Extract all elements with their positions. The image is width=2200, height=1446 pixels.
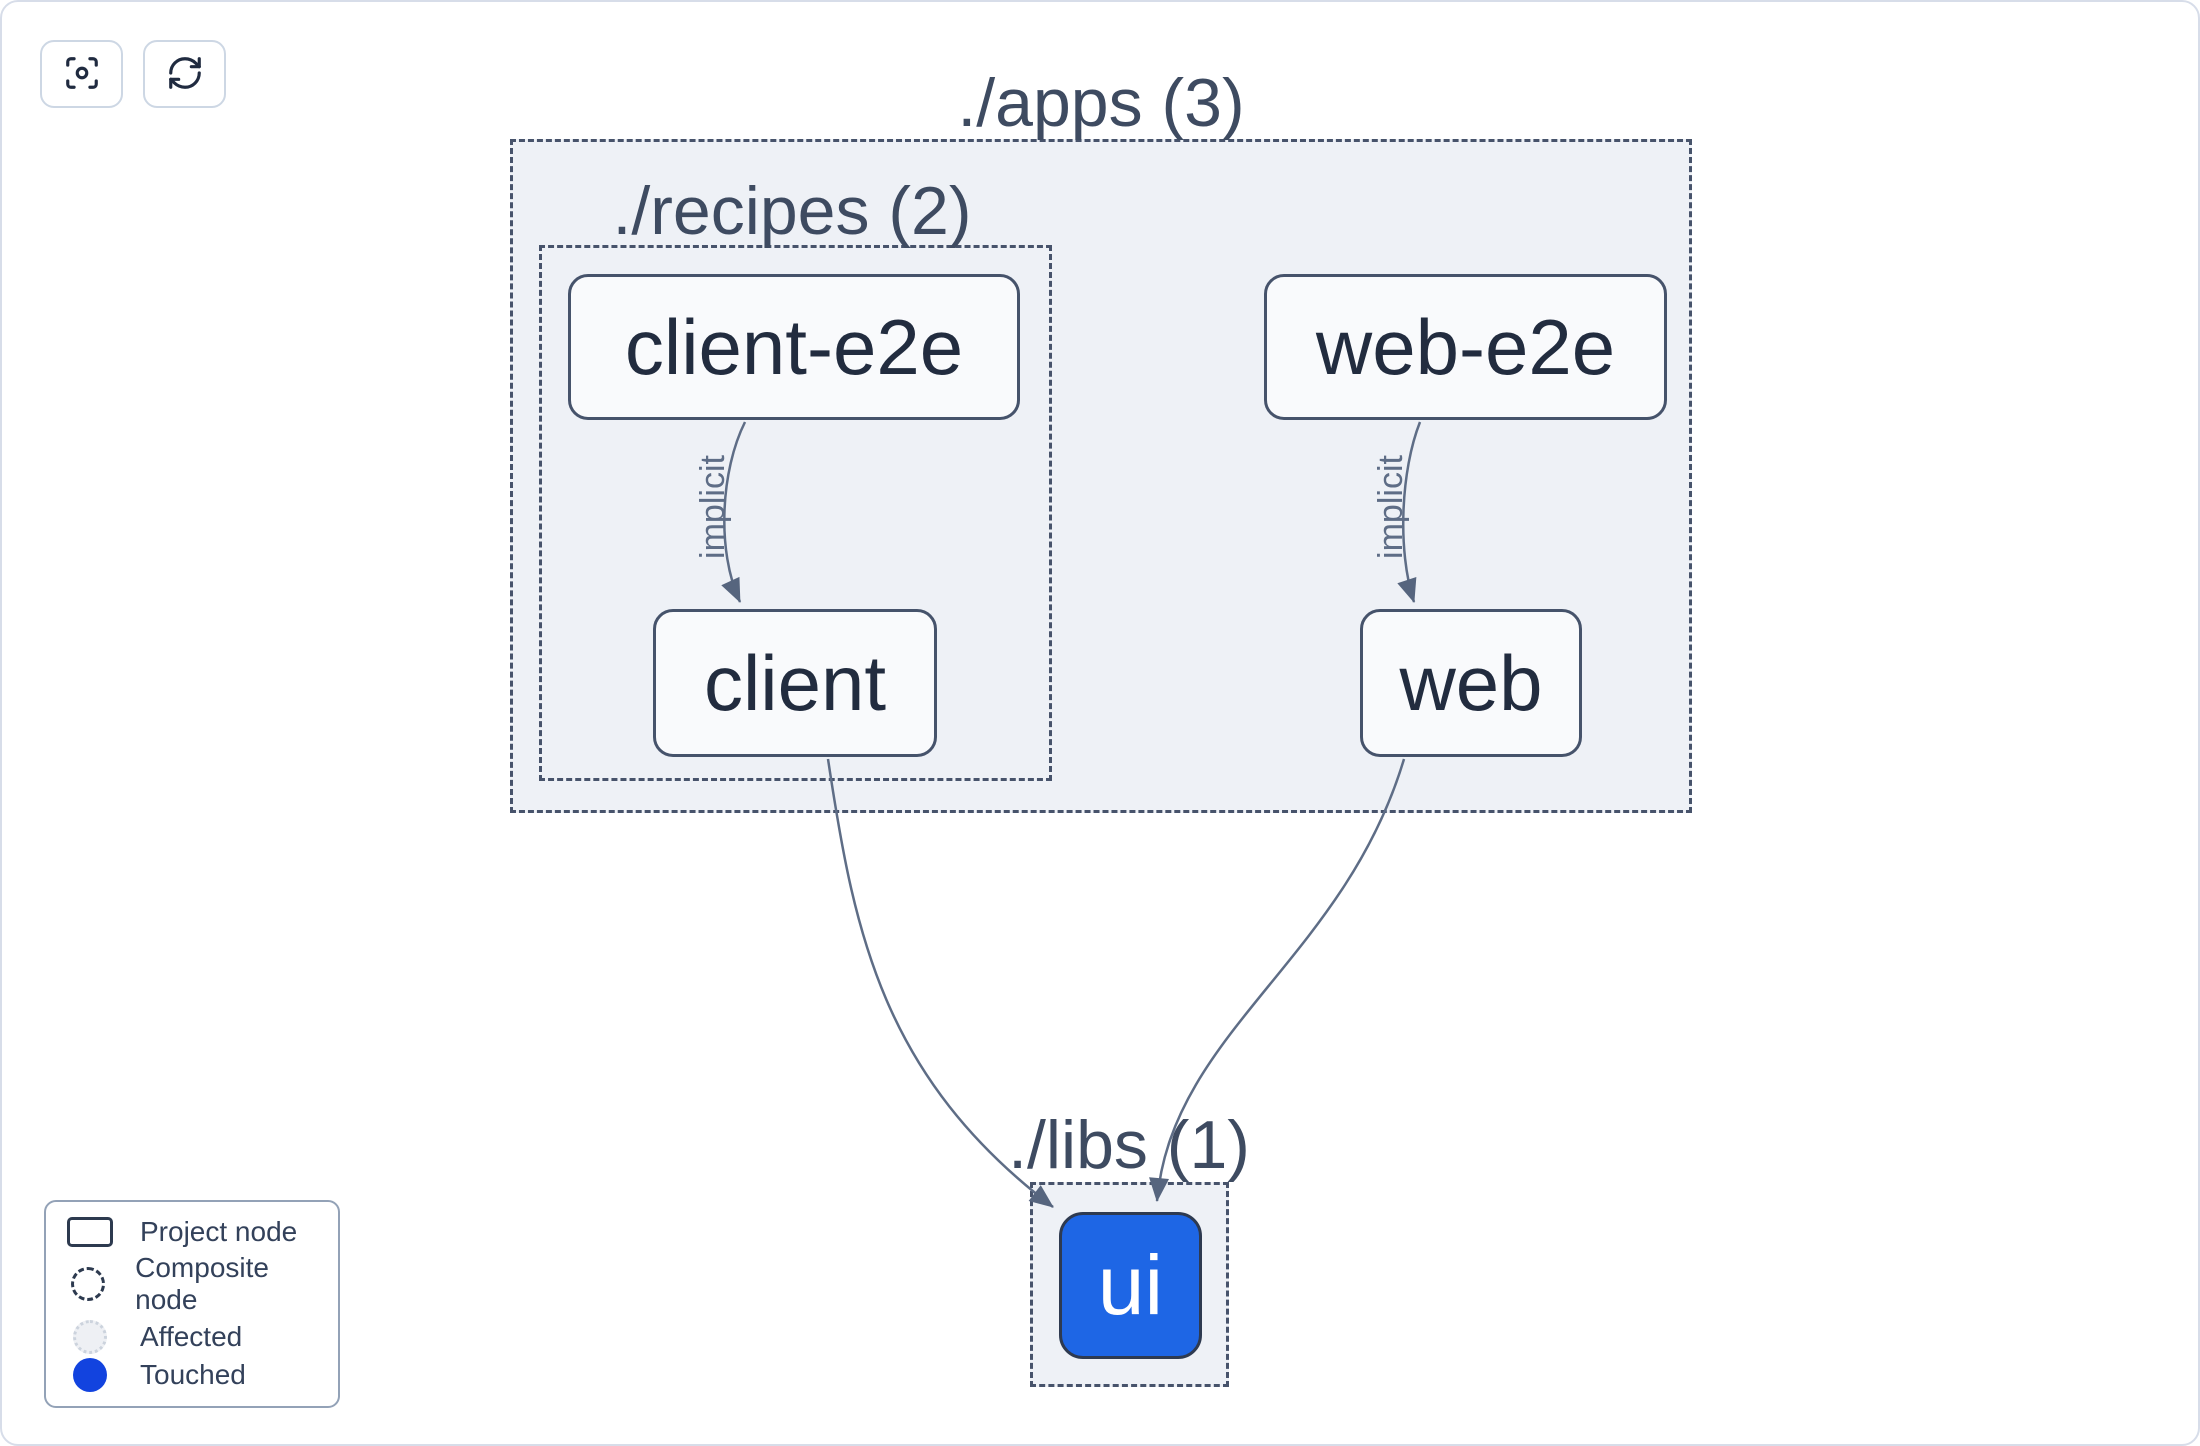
legend-item-affected: Affected bbox=[64, 1320, 320, 1354]
refresh-button[interactable] bbox=[143, 40, 226, 108]
composite-node-icon bbox=[70, 1267, 105, 1301]
node-label: web bbox=[1399, 638, 1543, 727]
toolbar bbox=[40, 40, 226, 108]
edge-web-to-ui bbox=[1149, 758, 1406, 1202]
cluster-title-apps: ./apps (3) bbox=[957, 65, 1245, 141]
node-label: ui bbox=[1097, 1238, 1164, 1332]
node-web-e2e[interactable]: web-e2e bbox=[1264, 274, 1667, 420]
node-web[interactable]: web bbox=[1360, 609, 1582, 757]
cluster-title-recipes: ./recipes (2) bbox=[612, 173, 972, 249]
node-client-e2e[interactable]: client-e2e bbox=[568, 274, 1020, 420]
legend-panel: Project node Composite node Affected Tou… bbox=[44, 1200, 340, 1408]
legend-label: Composite node bbox=[135, 1252, 269, 1315]
node-client[interactable]: client bbox=[653, 609, 937, 757]
legend-label: Affected bbox=[140, 1321, 243, 1352]
node-label: client-e2e bbox=[624, 302, 964, 391]
project-node-icon bbox=[67, 1217, 113, 1247]
edge-client-e2e-to-client bbox=[721, 421, 747, 603]
legend-label: Touched bbox=[140, 1359, 246, 1390]
focus-view-button[interactable] bbox=[40, 40, 123, 108]
node-label: web-e2e bbox=[1315, 302, 1616, 391]
legend-item-touched: Touched bbox=[64, 1358, 320, 1392]
edge-label-implicit: implicit bbox=[1372, 455, 1410, 559]
edge-label-implicit: implicit bbox=[694, 455, 732, 559]
refresh-icon bbox=[166, 54, 204, 95]
legend-label: Project node bbox=[140, 1216, 298, 1247]
affected-icon bbox=[73, 1320, 107, 1354]
touched-icon bbox=[73, 1358, 107, 1392]
edge-web-e2e-to-web bbox=[1397, 421, 1422, 603]
node-label: client bbox=[703, 638, 887, 727]
legend-item-composite-node: Composite node bbox=[64, 1252, 320, 1316]
legend-item-project-node: Project node bbox=[64, 1216, 320, 1248]
edge-client-to-ui bbox=[826, 758, 1054, 1208]
cluster-title-libs: ./libs (1) bbox=[1008, 1107, 1250, 1183]
focus-icon bbox=[63, 54, 101, 95]
node-ui-touched[interactable]: ui bbox=[1059, 1212, 1202, 1359]
